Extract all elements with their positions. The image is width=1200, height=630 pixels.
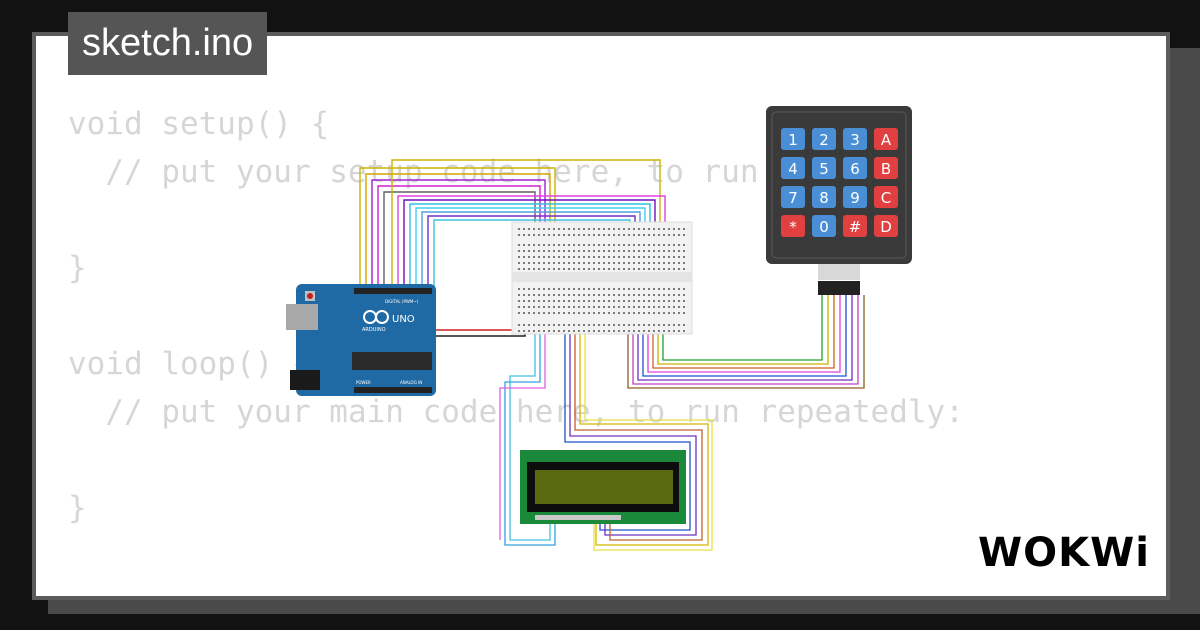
usb-port bbox=[286, 304, 318, 330]
keypad-key-8[interactable]: 8 bbox=[812, 186, 836, 208]
keypad-key-label: B bbox=[881, 160, 891, 178]
keypad-key-2[interactable]: 2 bbox=[812, 128, 836, 150]
keypad-key-D[interactable]: D bbox=[874, 215, 898, 237]
keypad-key-5[interactable]: 5 bbox=[812, 157, 836, 179]
keypad-key-label: # bbox=[849, 218, 862, 236]
keypad-key-*[interactable]: * bbox=[781, 215, 805, 237]
power-jack bbox=[290, 370, 320, 390]
digital-label: DIGITAL (PWM~) bbox=[385, 299, 419, 304]
keypad-key-label: * bbox=[789, 218, 797, 236]
arduino-uno[interactable]: UNO ARDUINO DIGITAL (PWM~) ANALOG IN POW… bbox=[286, 284, 436, 396]
keypad-key-label: 7 bbox=[788, 189, 798, 207]
keypad-key-3[interactable]: 3 bbox=[843, 128, 867, 150]
code-line: void setup() { bbox=[68, 106, 330, 142]
keypad-4x4[interactable]: 1 2 3 A 4 5 6 B 7 8 9 C * 0 # D bbox=[766, 106, 912, 295]
keypad-key-label: 0 bbox=[819, 218, 829, 236]
atmega-chip bbox=[352, 352, 432, 370]
keypad-key-label: C bbox=[881, 189, 891, 207]
keypad-key-0[interactable]: 0 bbox=[812, 215, 836, 237]
keypad-key-6[interactable]: 6 bbox=[843, 157, 867, 179]
breadboard[interactable] bbox=[511, 221, 693, 335]
keypad-key-4[interactable]: 4 bbox=[781, 157, 805, 179]
arduino-model: UNO bbox=[392, 314, 415, 325]
keypad-key-#[interactable]: # bbox=[843, 215, 867, 237]
code-line: } bbox=[68, 490, 87, 526]
keypad-key-label: 4 bbox=[788, 160, 798, 178]
keypad-key-A[interactable]: A bbox=[874, 128, 898, 150]
keypad-key-label: 5 bbox=[819, 160, 829, 178]
keypad-key-label: 1 bbox=[788, 131, 798, 149]
wires-lcd bbox=[499, 322, 713, 551]
file-tab-label: sketch.ino bbox=[82, 22, 254, 64]
keypad-key-B[interactable]: B bbox=[874, 157, 898, 179]
keypad-key-label: 9 bbox=[850, 189, 860, 207]
keypad-key-7[interactable]: 7 bbox=[781, 186, 805, 208]
keypad-key-C[interactable]: C bbox=[874, 186, 898, 208]
power-label: POWER bbox=[356, 380, 371, 385]
keypad-key-label: 3 bbox=[850, 131, 860, 149]
wokwi-logo: WOKWi bbox=[978, 530, 1150, 576]
analog-label: ANALOG IN bbox=[400, 380, 422, 385]
file-tab[interactable]: sketch.ino bbox=[68, 12, 268, 75]
keypad-key-label: A bbox=[881, 131, 892, 149]
keypad-key-label: 8 bbox=[819, 189, 829, 207]
keypad-key-1[interactable]: 1 bbox=[781, 128, 805, 150]
code-line: } bbox=[68, 250, 87, 286]
keypad-key-9[interactable]: 9 bbox=[843, 186, 867, 208]
lcd-16x2[interactable] bbox=[520, 450, 686, 524]
code-editor[interactable]: void setup() { // put your setup code he… bbox=[68, 100, 964, 532]
wires-keypad bbox=[627, 295, 865, 389]
wokwi-logo-text: WOKWi bbox=[978, 530, 1150, 576]
lcd-screen bbox=[535, 470, 673, 504]
keypad-key-label: 2 bbox=[819, 131, 829, 149]
keypad-key-label: D bbox=[880, 218, 892, 236]
keypad-key-label: 6 bbox=[850, 160, 860, 178]
arduino-brand: ARDUINO bbox=[362, 327, 386, 333]
